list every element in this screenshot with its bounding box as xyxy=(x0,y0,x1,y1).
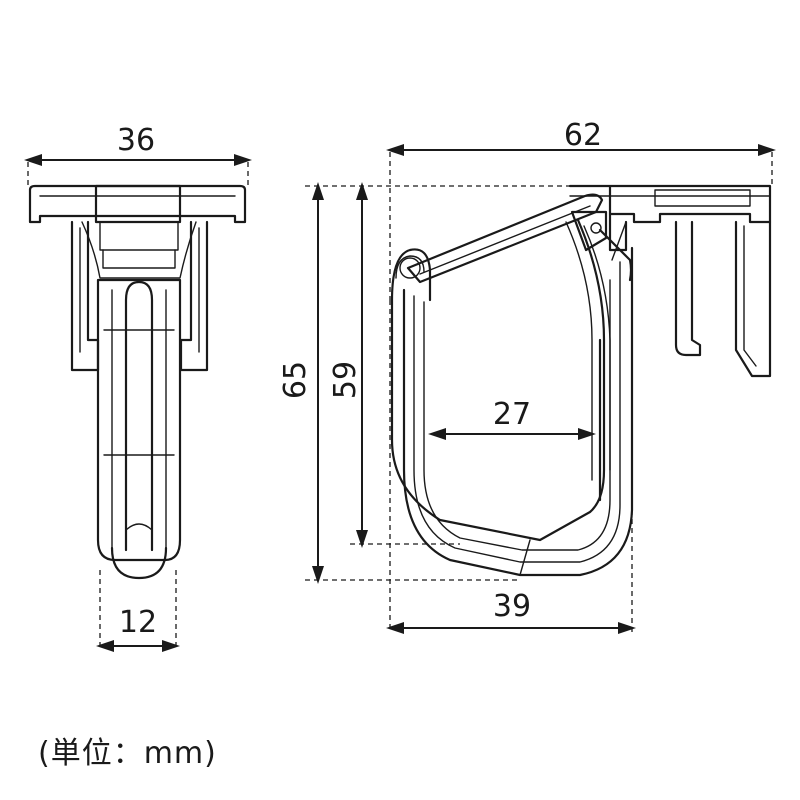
dim-side-height-total: 65 xyxy=(278,361,313,399)
dim-hook-inner-width: 27 xyxy=(493,397,531,432)
front-view xyxy=(28,184,247,580)
dim-side-width: 62 xyxy=(564,118,602,153)
side-view xyxy=(390,184,772,577)
dim-front-tip-width: 12 xyxy=(119,605,157,640)
dim-hook-outer-width: 39 xyxy=(493,589,531,624)
dimension-lines xyxy=(24,144,776,652)
unit-label: (単位：mm) xyxy=(38,736,217,771)
dim-front-width: 36 xyxy=(117,123,155,158)
dim-side-height-hook: 59 xyxy=(328,361,363,399)
